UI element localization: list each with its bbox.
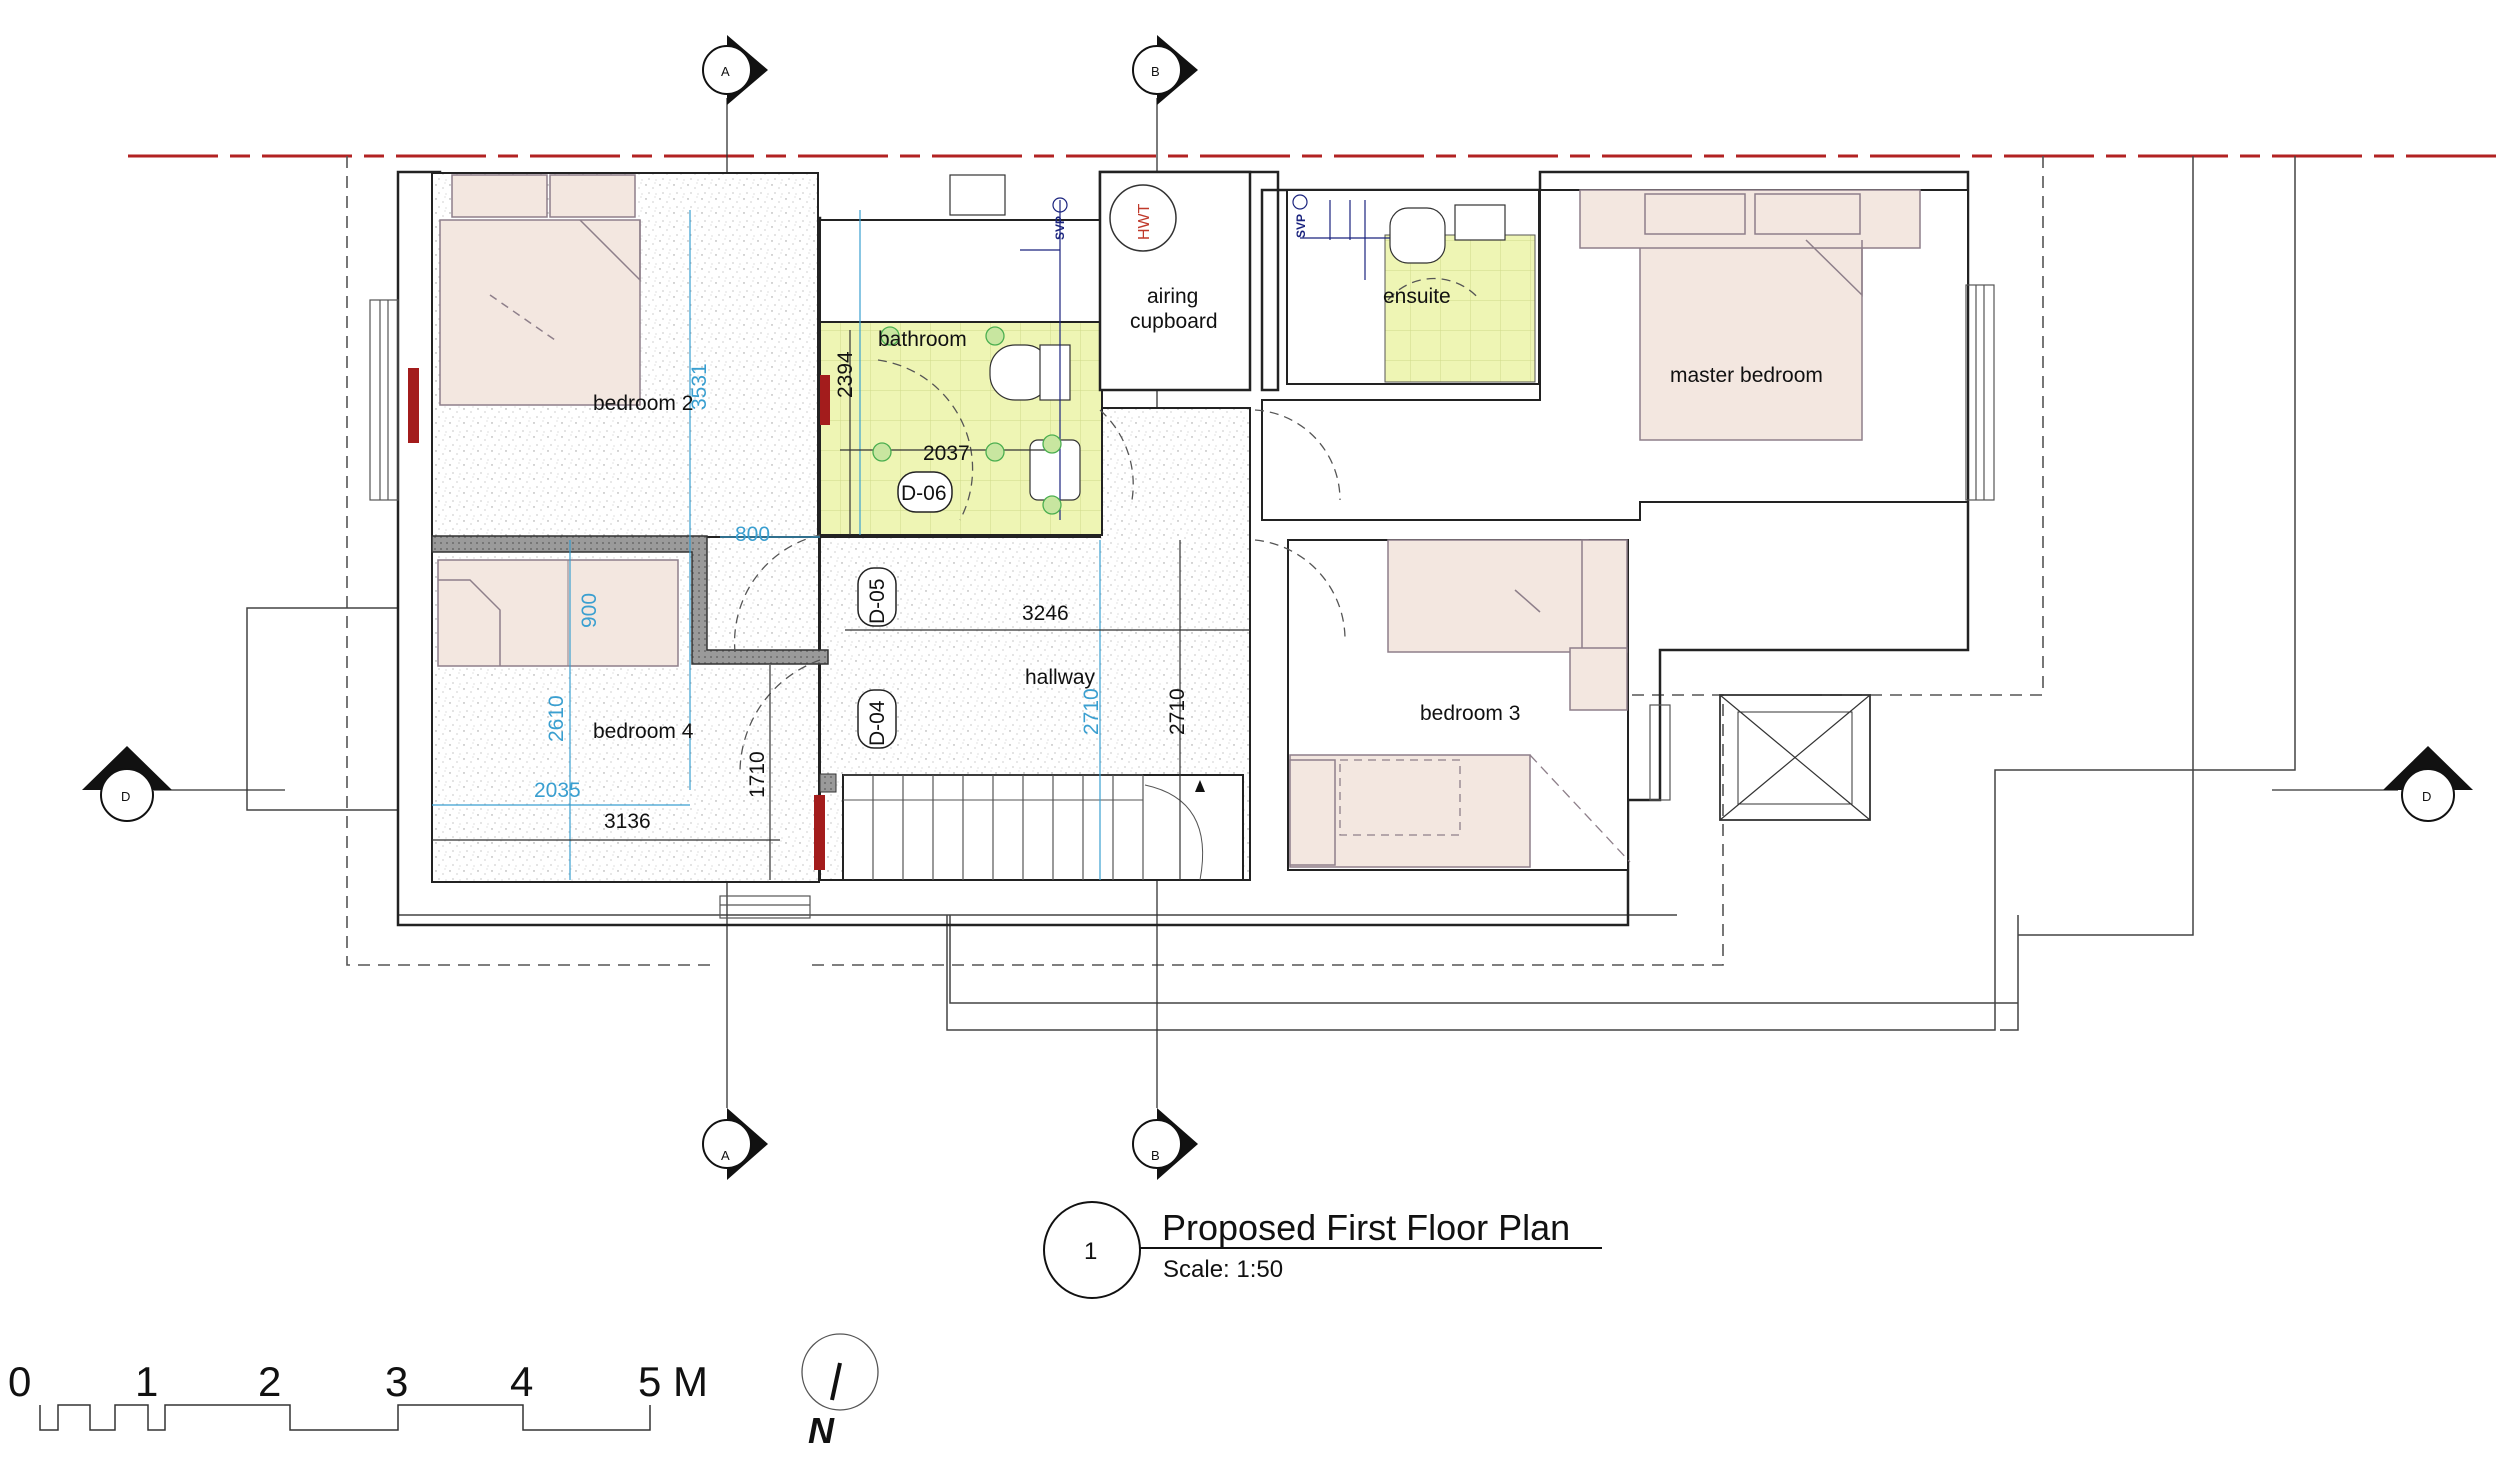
- room-label-master: master bedroom: [1670, 364, 1823, 387]
- dim-1710: 1710: [746, 751, 769, 798]
- room-label-bathroom: bathroom: [878, 328, 967, 351]
- dim-2037: 2037: [923, 442, 970, 465]
- dim-2710-black: 2710: [1166, 688, 1189, 735]
- room-label-bedroom-2: bedroom 2: [593, 392, 693, 415]
- grid-marker-a-top: A: [702, 35, 768, 105]
- svg-text:A: A: [721, 64, 730, 79]
- door-swings: [733, 277, 1481, 771]
- bedroom-3-beds: [1289, 539, 1631, 868]
- dimension-lines-blue: [432, 210, 1101, 880]
- door-tag-d06: D-06: [901, 482, 947, 505]
- svg-text:B: B: [1151, 1148, 1160, 1163]
- hallway-floor: [819, 407, 1251, 881]
- radiator-bedroom-2: [408, 368, 419, 443]
- skylight: [1719, 694, 1871, 821]
- bedroom-4-bed: [437, 559, 679, 667]
- dim-3136: 3136: [604, 810, 651, 833]
- svp-label-bathroom: SVP: [1053, 216, 1067, 240]
- door-tag-d05: D-05: [866, 578, 889, 624]
- scale-label-5: 5 M: [638, 1358, 708, 1405]
- ensuite-fixtures: [1300, 200, 1506, 280]
- outer-boundary: [246, 156, 2296, 1031]
- svg-text:A: A: [721, 1148, 730, 1163]
- grid-marker-b-top: B: [1132, 35, 1198, 105]
- door-tag-d05-box: [857, 567, 897, 627]
- grid-marker-a-bottom: A: [702, 1108, 768, 1180]
- dim-2710-blue: 2710: [1080, 688, 1103, 735]
- bathroom-markers: [872, 326, 1062, 515]
- existing-outline: [346, 156, 2044, 966]
- master-bed: [1579, 189, 1921, 441]
- title-block: 1 Proposed First Floor Plan Scale: 1:50: [1043, 1201, 1602, 1299]
- room-label-hallway: hallway: [1025, 666, 1096, 689]
- bedroom-2-bed: [439, 174, 641, 406]
- radiator-bedroom-4: [814, 795, 825, 870]
- north-arrow: N: [801, 1333, 879, 1451]
- room-label-airing-1: airing: [1147, 285, 1198, 308]
- partition-wall: [431, 535, 829, 665]
- drawing-scale: Scale: 1:50: [1163, 1256, 1283, 1283]
- scale-bar: 0 1 2 3 4 5 M: [8, 1358, 708, 1431]
- bathroom-fixtures: [949, 174, 1081, 501]
- bathroom-upper: [819, 219, 1103, 323]
- door-tag-d06-box: [897, 471, 953, 513]
- bathroom-pipes: [1020, 194, 1308, 520]
- scale-label-0: 0: [8, 1358, 31, 1405]
- staircase: [842, 774, 1244, 881]
- room-label-bedroom-4: bedroom 4: [593, 720, 694, 743]
- svp-label-ensuite: SVP: [1294, 214, 1308, 238]
- room-label-bedroom-3: bedroom 3: [1420, 702, 1520, 725]
- svg-text:D: D: [121, 789, 130, 804]
- windows: [369, 284, 1995, 919]
- dim-800: 800: [735, 523, 770, 546]
- dim-2610: 2610: [545, 695, 568, 742]
- room-label-airing-2: cupboard: [1130, 310, 1218, 333]
- wall-stub: [819, 773, 837, 793]
- drawing-number: 1: [1084, 1238, 1097, 1265]
- dim-2394: 2394: [834, 351, 857, 398]
- scale-label-4: 4: [510, 1358, 533, 1405]
- svg-text:D: D: [2422, 789, 2431, 804]
- airing-cupboard: [1098, 170, 1252, 392]
- drawing-title: Proposed First Floor Plan: [1162, 1207, 1570, 1248]
- radiator-bathroom: [820, 375, 830, 425]
- dim-3531: 3531: [688, 363, 711, 410]
- dim-900: 900: [578, 593, 601, 628]
- scale-label-3: 3: [385, 1358, 408, 1405]
- door-tag-d04: D-04: [866, 700, 889, 746]
- grid-marker-b-bottom: B: [1132, 1108, 1198, 1180]
- grid-marker-d-left: D: [82, 746, 172, 822]
- grid-marker-d-right: D: [2383, 746, 2473, 822]
- hot-water-tank: [1109, 184, 1177, 252]
- door-tag-d04-box: [857, 689, 897, 749]
- scale-label-1: 1: [135, 1358, 158, 1405]
- svg-text:B: B: [1151, 64, 1160, 79]
- north-arrow-label: N: [808, 1410, 835, 1451]
- hwt-label: HWT: [1136, 203, 1153, 240]
- room-label-ensuite: ensuite: [1383, 285, 1451, 308]
- dim-3246: 3246: [1022, 602, 1069, 625]
- dim-2035: 2035: [534, 779, 581, 802]
- scale-label-2: 2: [258, 1358, 281, 1405]
